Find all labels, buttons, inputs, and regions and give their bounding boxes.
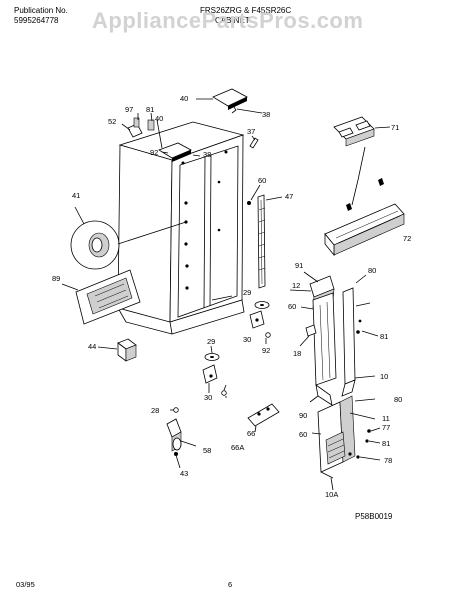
bottom-hinge-assembly xyxy=(166,407,197,469)
label-29-left: 29 xyxy=(207,337,215,346)
label-29-right: 29 xyxy=(243,288,251,297)
vertical-rail-part-47 xyxy=(247,184,283,289)
left-leveler-parts xyxy=(202,345,227,398)
label-60-lower: 60 xyxy=(299,430,307,439)
label-52: 52 xyxy=(108,117,116,126)
kick-plate-assembly xyxy=(324,116,405,257)
label-10: 10 xyxy=(380,372,388,381)
part-number-labels: 40 97 81 40 38 52 37 92 38 60 47 71 41 8… xyxy=(52,94,411,499)
publication-number: 5995264778 xyxy=(14,16,59,25)
label-38-lower: 38 xyxy=(203,150,211,159)
label-18: 18 xyxy=(293,349,301,358)
label-43: 43 xyxy=(180,469,188,478)
label-66: 66 xyxy=(247,429,255,438)
label-72: 72 xyxy=(403,234,411,243)
section-title: CABINET xyxy=(215,16,250,25)
watermark: AppliancePartsPros.com xyxy=(92,8,364,33)
part-44-block xyxy=(97,338,137,362)
page-number: 6 xyxy=(228,580,233,589)
publication-label: Publication No. xyxy=(14,6,68,15)
label-38-top: 38 xyxy=(262,110,270,119)
label-91: 91 xyxy=(295,261,303,270)
label-97: 97 xyxy=(125,105,133,114)
label-90: 90 xyxy=(299,411,307,420)
label-30-left: 30 xyxy=(204,393,212,402)
label-81-mid: 81 xyxy=(380,332,388,341)
label-40-lower: 40 xyxy=(155,114,163,123)
label-47: 47 xyxy=(285,192,293,201)
label-78: 78 xyxy=(384,456,392,465)
diagram-code: P58B0019 xyxy=(355,512,393,521)
label-58: 58 xyxy=(203,446,211,455)
label-81-lower: 81 xyxy=(382,439,390,448)
part-37-pin xyxy=(249,135,259,149)
footer-date: 03/95 xyxy=(16,580,35,589)
label-37: 37 xyxy=(247,127,255,136)
label-77: 77 xyxy=(382,423,390,432)
label-81-top: 81 xyxy=(146,105,154,114)
label-10A: 10A xyxy=(325,490,338,499)
label-89: 89 xyxy=(52,274,60,283)
label-80-top: 80 xyxy=(368,266,376,275)
label-92-top: 92 xyxy=(150,148,158,157)
label-40-top: 40 xyxy=(180,94,188,103)
cabinet-body xyxy=(117,121,245,335)
label-44: 44 xyxy=(88,342,96,351)
part-41-grommet-detail xyxy=(70,206,187,270)
label-66A: 66A xyxy=(231,443,244,452)
hinge-bracket-assembly xyxy=(121,112,201,162)
label-60-mid: 60 xyxy=(288,302,296,311)
label-12: 12 xyxy=(292,281,300,290)
top-hinge-part-40 xyxy=(196,88,263,114)
label-41: 41 xyxy=(72,191,80,200)
right-hinge-tube-assembly xyxy=(289,271,379,406)
part-89-rear-panel xyxy=(61,269,141,325)
label-92-right: 92 xyxy=(262,346,270,355)
right-leveler-parts xyxy=(249,301,271,344)
label-28: 28 xyxy=(151,406,159,415)
label-80-lower: 80 xyxy=(394,395,402,404)
label-30-right: 30 xyxy=(243,335,251,344)
label-60-top: 60 xyxy=(258,176,266,185)
lower-right-panel xyxy=(311,395,381,491)
label-11: 11 xyxy=(382,414,390,423)
label-71: 71 xyxy=(391,123,399,132)
part-66-plate xyxy=(247,403,280,433)
model-numbers: FRS26ZRG & F45SR26C xyxy=(200,6,292,15)
